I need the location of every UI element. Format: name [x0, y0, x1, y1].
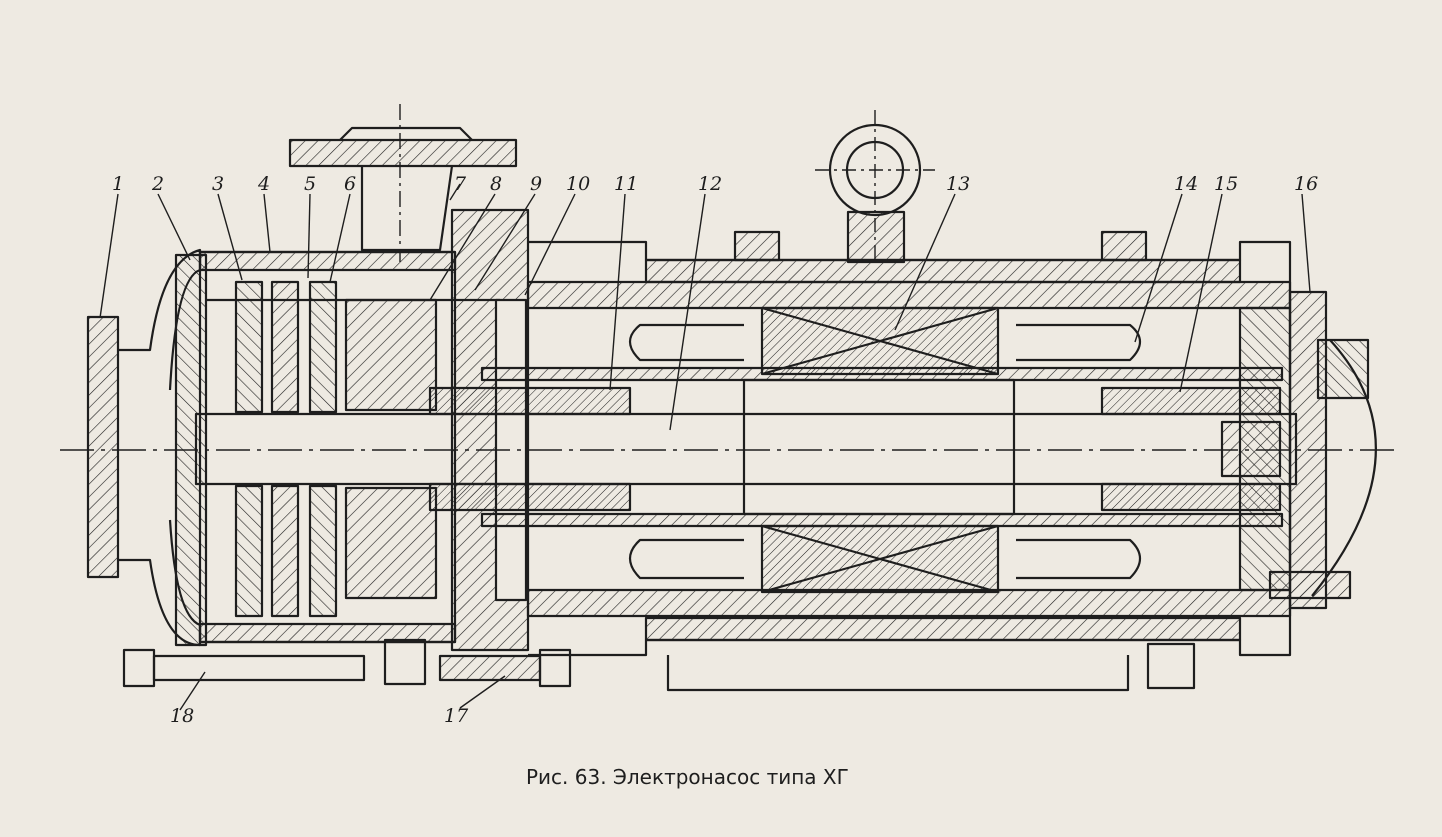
callout-18: 18 [170, 705, 194, 727]
callout-17: 17 [444, 705, 469, 727]
rotor [742, 378, 1016, 516]
shaft [194, 412, 1298, 486]
callout-3: 3 [212, 173, 224, 195]
lifting-eye [815, 110, 935, 264]
callout-1: 1 [112, 173, 124, 195]
callout-8: 8 [490, 173, 502, 195]
callout-6: 6 [344, 173, 356, 195]
intermediate-flange [450, 208, 530, 652]
callout-14: 14 [1174, 173, 1198, 195]
callout-4: 4 [257, 173, 270, 195]
motor-housing [526, 230, 1292, 657]
discharge-flange [288, 104, 518, 262]
callout-12: 12 [698, 173, 722, 195]
leader-lines [99, 183, 1311, 711]
pump-stage-housing [198, 250, 500, 644]
callout-5: 5 [304, 173, 316, 195]
callout-16: 16 [1294, 173, 1318, 195]
figure-caption: Рис. 63. Электронасос типа ХГ [526, 765, 849, 789]
callouts: 1 2 3 4 5 6 7 8 9 10 11 12 13 14 15 16 1… [112, 173, 1318, 727]
stator [628, 306, 1142, 594]
callout-13: 13 [946, 173, 970, 195]
callout-15: 15 [1214, 173, 1238, 195]
callout-11: 11 [614, 173, 638, 195]
tie-bolts [122, 638, 1196, 692]
callout-9: 9 [530, 173, 542, 195]
rotor-can [480, 366, 1284, 528]
bearings [428, 386, 1282, 512]
suction-nozzle [86, 248, 208, 647]
callout-2: 2 [151, 173, 164, 195]
callout-10: 10 [566, 173, 590, 195]
callout-7: 7 [454, 173, 467, 195]
